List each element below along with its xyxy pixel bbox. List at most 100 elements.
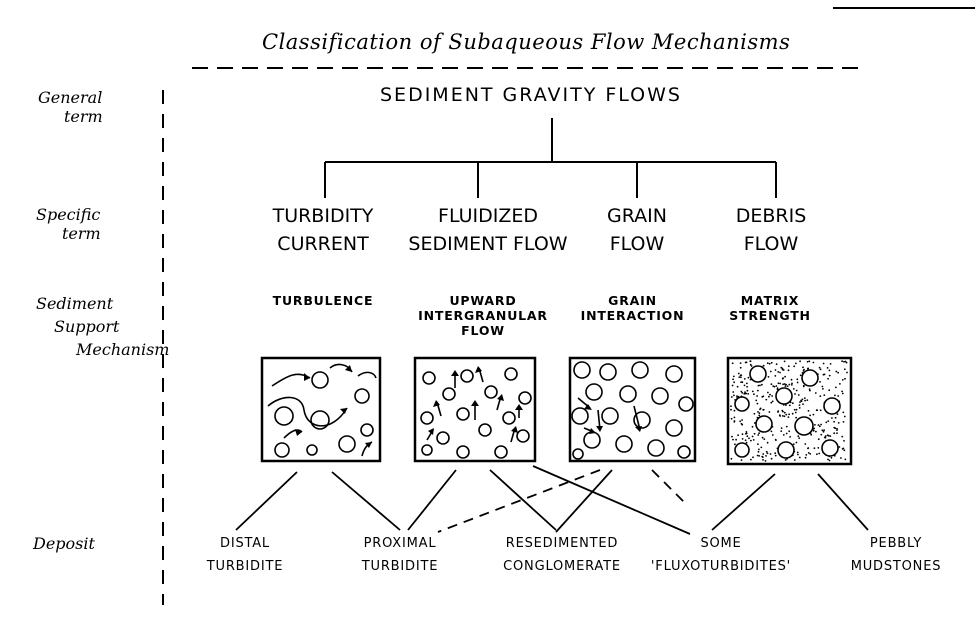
stipple-dot	[770, 430, 773, 433]
stipple-dot	[767, 391, 769, 394]
stipple-dot	[768, 362, 771, 365]
stipple-dot	[746, 385, 748, 388]
stipple-dot	[814, 392, 817, 394]
stipple-dot	[739, 366, 742, 369]
stipple-dot	[812, 413, 815, 416]
stipple-dot	[817, 447, 820, 449]
stipple-dot	[794, 411, 797, 414]
stipple-dot	[750, 439, 752, 442]
fluidized-line2: SEDIMENT FLOW	[408, 233, 568, 255]
stipple-dot	[759, 384, 761, 387]
stipple-dot	[780, 430, 783, 432]
stipple-dot	[731, 384, 734, 387]
specific-term-fluidized-sediment-flow: FLUIDIZED SEDIMENT FLOW	[403, 202, 573, 258]
stipple-dot	[773, 385, 776, 388]
stipple-dot	[735, 438, 737, 441]
stipple-dot	[770, 457, 773, 460]
stipple-dot	[761, 456, 764, 458]
stipple-dot	[778, 414, 781, 417]
stipple-dot	[822, 388, 824, 390]
stipple-dot	[791, 412, 794, 415]
stipple-dot	[833, 432, 836, 435]
stipple-dot	[814, 424, 816, 426]
stipple-dot	[841, 392, 844, 395]
hierarchy-tree	[324, 118, 777, 198]
stipple-dot	[826, 367, 829, 369]
stipple-dot	[756, 402, 759, 405]
stipple-dot	[846, 371, 848, 374]
stipple-dot	[730, 396, 733, 398]
stipple-dot	[757, 450, 760, 453]
mechanism-grain-line2: INTERACTION	[580, 308, 685, 323]
stipple-dot	[843, 415, 846, 418]
stipple-dot	[785, 413, 788, 416]
stipple-dot	[745, 431, 748, 433]
stipple-dot	[745, 432, 748, 435]
diagram-title: Classification of Subaqueous Flow Mechan…	[262, 30, 791, 54]
stipple-dot	[802, 366, 804, 369]
stipple-dot	[821, 385, 824, 388]
stipple-dot	[784, 375, 786, 378]
stipple-dot	[747, 376, 750, 379]
stipple-dot	[733, 409, 736, 412]
deposit-distal-line1: DISTAL	[220, 536, 270, 551]
stipple-dot	[804, 443, 807, 445]
stipple-dot	[730, 457, 733, 460]
stipple-dot	[733, 416, 736, 419]
stipple-dot	[810, 433, 813, 436]
stipple-dot	[818, 366, 821, 369]
stipple-dot	[824, 436, 827, 439]
stipple-dot	[761, 436, 764, 439]
stipple-dot	[833, 426, 836, 429]
stipple-dot	[737, 372, 740, 375]
stipple-dot	[781, 368, 784, 371]
stipple-dot	[798, 437, 801, 439]
stipple-dot	[767, 376, 770, 378]
stipple-dot	[741, 433, 744, 436]
deposit-fluxo-line1: SOME	[700, 536, 742, 551]
stipple-dot	[842, 411, 845, 414]
stipple-dot	[784, 459, 787, 461]
stipple-dot	[788, 404, 791, 407]
stipple-dot	[823, 394, 826, 396]
stipple-dot	[769, 393, 771, 396]
stipple-dot	[753, 393, 755, 396]
stipple-dot	[843, 440, 845, 442]
stipple-dot	[790, 384, 793, 386]
deposit-fluxo-line2: 'FLUXOTURBIDITES'	[650, 559, 792, 574]
stipple-dot	[828, 459, 831, 462]
deposit-resedimented-line2: CONGLOMERATE	[503, 559, 621, 574]
stipple-dot	[835, 386, 837, 389]
stipple-dot	[804, 399, 806, 402]
stipple-dot	[777, 382, 780, 385]
stipple-dot	[788, 383, 791, 386]
stipple-dot	[796, 381, 799, 384]
stipple-dot	[757, 389, 759, 392]
specific-term-turbidity-current: TURBIDITY CURRENT	[262, 202, 384, 258]
stipple-dot	[765, 455, 767, 457]
stipple-dot	[785, 383, 787, 386]
stipple-dot	[760, 446, 763, 449]
stipple-dot	[731, 362, 734, 365]
stipple-dot	[827, 420, 830, 422]
stipple-dot	[739, 374, 742, 377]
deposit-resedimented-conglomerate: RESEDIMENTED CONGLOMERATE	[494, 532, 630, 578]
stipple-dot	[745, 441, 748, 444]
specific-term-grain-flow: GRAIN FLOW	[587, 202, 687, 258]
stipple-dot	[757, 384, 760, 387]
deposit-distal-line2: TURBIDITE	[206, 559, 284, 574]
stipple-dot	[843, 449, 846, 452]
stipple-dot	[740, 390, 743, 393]
stipple-dot	[804, 456, 807, 459]
stipple-dot	[730, 408, 732, 411]
general-term: SEDIMENT GRAVITY FLOWS	[380, 84, 682, 106]
deposit-proximal-turbidite: PROXIMAL TURBIDITE	[340, 532, 460, 578]
stipple-dot	[795, 416, 797, 419]
stipple-dot	[841, 435, 844, 438]
stipple-dot	[732, 391, 735, 393]
mechanism-upward-intergranular-flow: UPWARD INTERGRANULAR FLOW	[408, 293, 558, 338]
stipple-dot	[819, 368, 822, 371]
deposit-pebbly-line1: PEBBLY	[869, 536, 923, 551]
stipple-dot	[807, 447, 809, 450]
mechanism-turbulence: TURBULENCE	[262, 293, 384, 308]
